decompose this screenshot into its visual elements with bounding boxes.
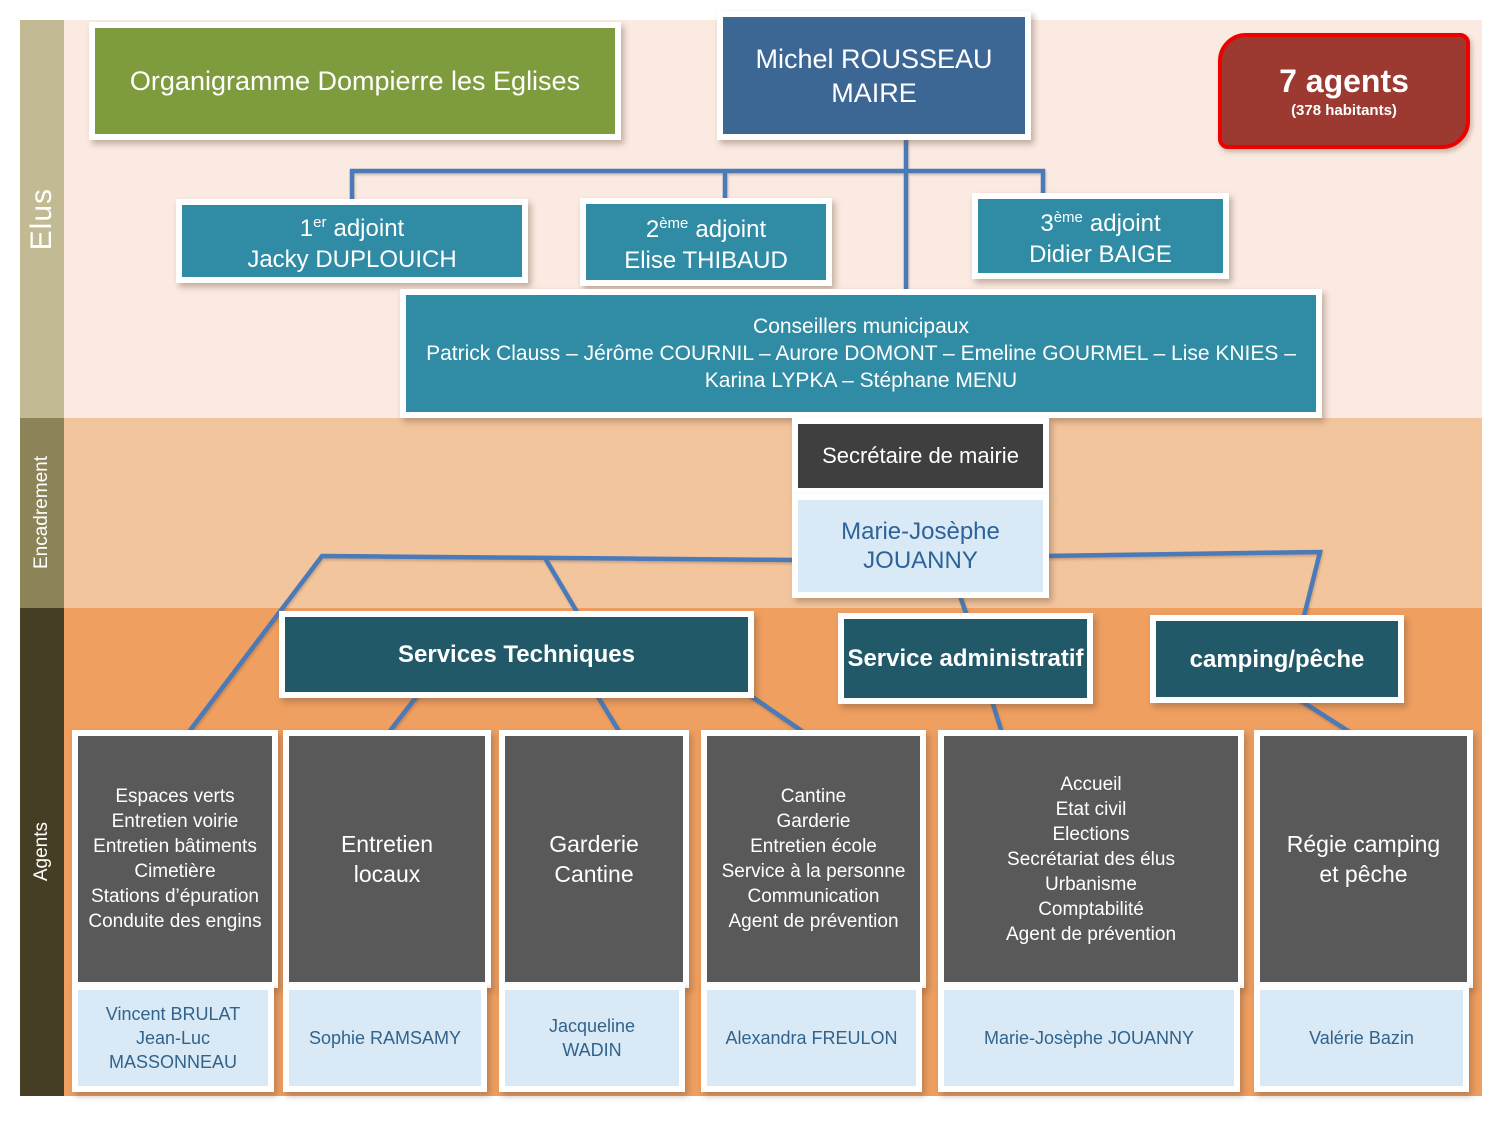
- sidebar-agents-label: Agents: [31, 822, 52, 882]
- chart-title-text: Organigramme Dompierre les Eglises: [129, 65, 581, 96]
- mayor-role: MAIRE: [831, 77, 917, 108]
- band-encadrement: [20, 418, 1482, 608]
- agent-names-3: Jacqueline WADIN: [499, 984, 685, 1092]
- tasks-espaces-verts: Espaces verts Entretien voirie Entretien…: [72, 730, 278, 988]
- sidebar-elus: Elus: [20, 20, 64, 418]
- adjoint-3-name: Didier BAIGE: [1029, 241, 1172, 268]
- tasks-entretien-locaux: Entretien locaux: [283, 730, 491, 988]
- secretaire-name: Marie-Josèphe JOUANNY: [841, 518, 1000, 574]
- tasks-garderie-cantine: Garderie Cantine: [499, 730, 689, 988]
- service-techniques-label: Services Techniques: [398, 641, 635, 668]
- adjoint-1-name: Jacky DUPLOUICH: [247, 246, 457, 273]
- service-techniques-header: Services Techniques: [279, 611, 754, 698]
- conseillers-title: Conseillers municipaux: [753, 315, 969, 338]
- service-camping-label: camping/pêche: [1189, 645, 1365, 673]
- agent-names-5: Marie-Josèphe JOUANNY: [938, 984, 1240, 1092]
- agents-count-badge: 7 agents (378 habitants): [1218, 33, 1470, 149]
- tasks-accueil: Accueil Etat civil Elections Secrétariat…: [938, 730, 1244, 988]
- inhabitants-count: (378 habitants): [1291, 102, 1397, 119]
- chart-title: Organigramme Dompierre les Eglises: [89, 22, 621, 140]
- sidebar-agents: Agents: [20, 608, 64, 1096]
- agent-names-2: Sophie RAMSAMY: [283, 984, 487, 1092]
- adjoint-2-name: Elise THIBAUD: [624, 247, 788, 274]
- tasks-regie-camping: Régie camping et pêche: [1254, 730, 1473, 988]
- mayor-name: Michel ROUSSEAU: [755, 43, 993, 74]
- sidebar-encadrement: Encadrement: [20, 418, 64, 608]
- conseillers-names: Patrick Clauss – Jérôme COURNIL – Aurore…: [426, 342, 1296, 392]
- service-camping-header: camping/pêche: [1150, 615, 1404, 703]
- service-administratif-label: Service administratif: [847, 645, 1084, 672]
- sidebar-encadrement-label: Encadrement: [31, 456, 52, 570]
- tasks-cantine-garderie: Cantine Garderie Entretien école Service…: [701, 730, 926, 988]
- agent-names-6: Valérie Bazin: [1254, 984, 1469, 1092]
- conseillers-box: Conseillers municipaux Patrick Clauss – …: [400, 289, 1322, 418]
- mayor-box: Michel ROUSSEAU MAIRE: [717, 11, 1031, 140]
- service-administratif-header: Service administratif: [838, 613, 1093, 704]
- agent-names-1: Vincent BRULAT Jean-Luc MASSONNEAU: [72, 984, 274, 1092]
- secretaire-name-box: Marie-Josèphe JOUANNY: [792, 494, 1049, 598]
- secretaire-role-box: Secrétaire de mairie: [792, 418, 1049, 494]
- agent-names-4: Alexandra FREULON: [701, 984, 922, 1092]
- agents-count: 7 agents: [1279, 63, 1409, 99]
- secretaire-role: Secrétaire de mairie: [822, 443, 1019, 468]
- sidebar-elus-label: Elus: [25, 187, 58, 251]
